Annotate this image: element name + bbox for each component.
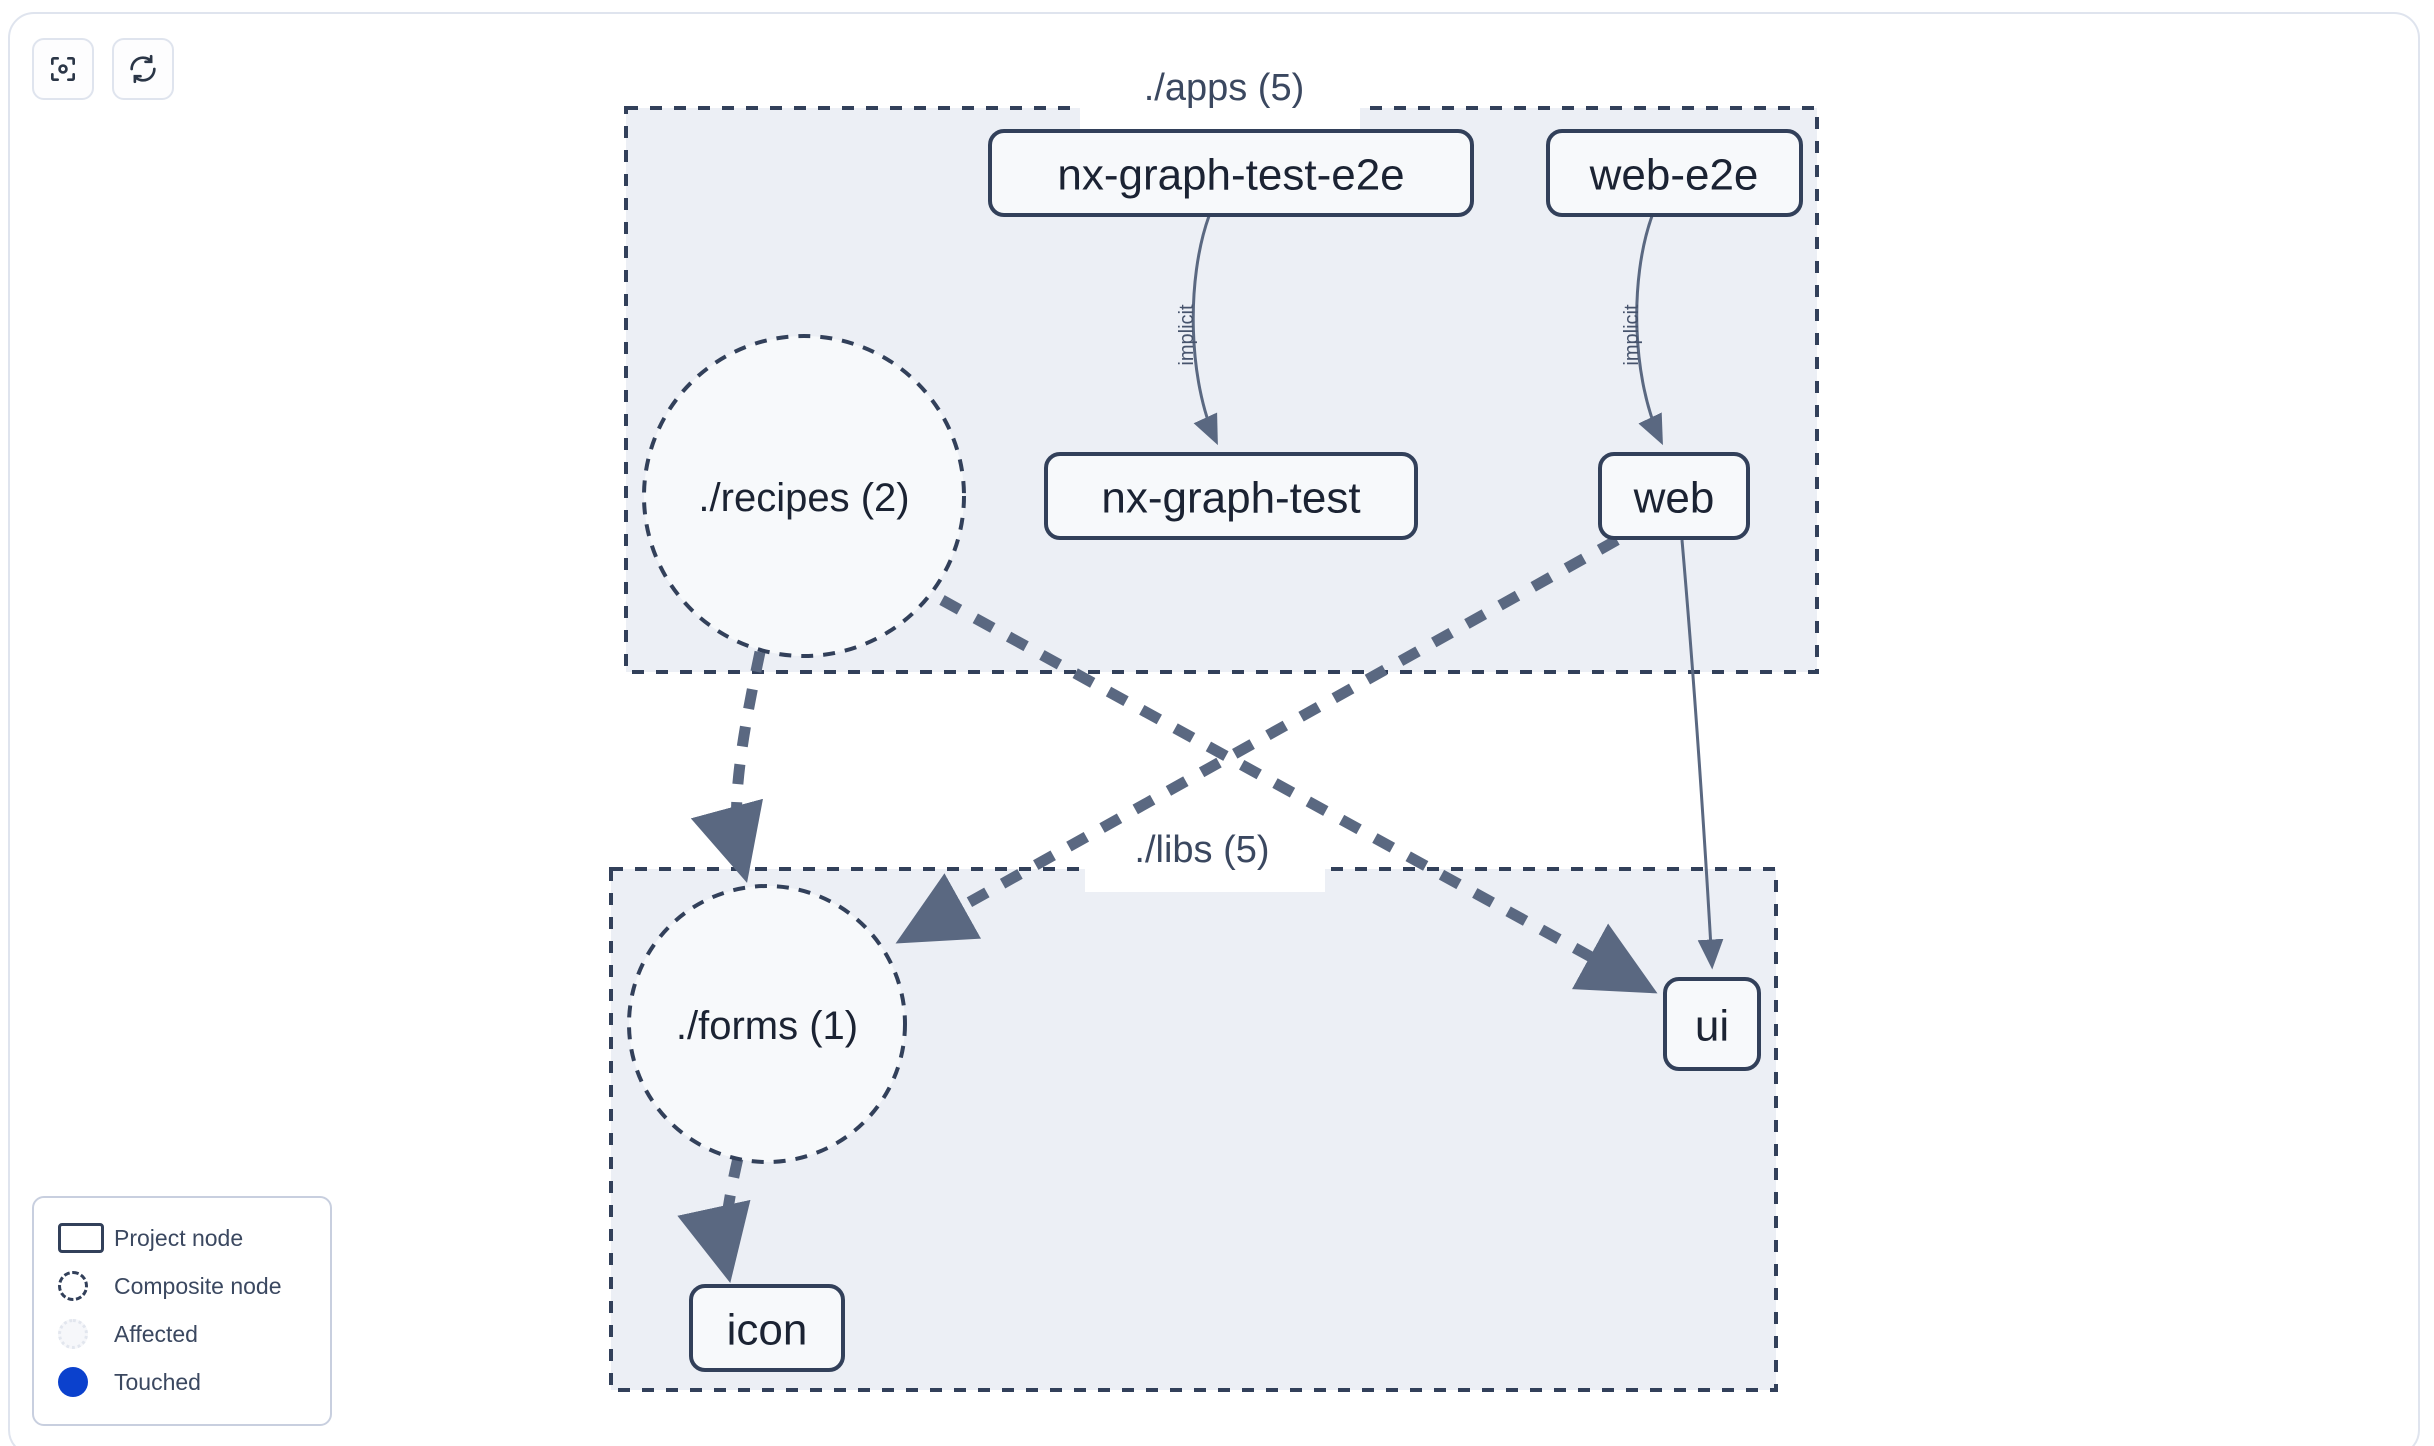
node-web-label: web (1633, 474, 1715, 523)
node-recipes-composite[interactable]: ./recipes (2) (642, 334, 966, 658)
node-nx-graph-test-e2e-shape[interactable] (988, 129, 1474, 217)
edge-recipes-to-ui[interactable] (939, 595, 1658, 994)
node-web-e2e-shape[interactable] (1546, 129, 1803, 217)
node-web-e2e-label: web-e2e (1589, 151, 1759, 200)
legend-label-composite-node: Composite node (114, 1272, 282, 1299)
node-nx-graph-test-e2e[interactable]: nx-graph-test-e2e (988, 129, 1474, 217)
node-icon-label: icon (727, 1306, 808, 1355)
node-icon[interactable]: icon (689, 1284, 845, 1372)
node-web[interactable]: web (1598, 452, 1750, 540)
legend-item-touched: Touched (52, 1358, 312, 1406)
legend-label-touched: Touched (114, 1368, 201, 1395)
legend-label-project-node: Project node (114, 1224, 244, 1251)
affected-node-icon (52, 1319, 104, 1349)
node-ui-label: ui (1695, 1002, 1729, 1051)
legend-label-affected: Affected (114, 1320, 198, 1347)
edge-label-implicit-web: implicit (1621, 304, 1643, 366)
node-forms-composite[interactable]: ./forms (1) (627, 884, 907, 1164)
graph-toolbar (32, 38, 174, 100)
node-ui-shape[interactable] (1663, 977, 1761, 1071)
edge-forms-to-icon[interactable] (677, 1156, 751, 1284)
group-libs-label: ./libs (5) (1134, 829, 1269, 871)
node-nx-graph-test-e2e-label: nx-graph-test-e2e (1057, 151, 1404, 200)
edge-recipes-to-forms[interactable] (690, 650, 766, 883)
node-forms-shape[interactable] (627, 884, 907, 1164)
focus-graph-button[interactable] (32, 38, 94, 100)
group-apps-label-backdrop (1080, 70, 1360, 132)
legend-item-composite-node: Composite node (52, 1262, 312, 1310)
node-nx-graph-test-label: nx-graph-test (1101, 474, 1360, 523)
node-web-e2e[interactable]: web-e2e (1546, 129, 1803, 217)
group-apps-label: ./apps (5) (1144, 67, 1305, 109)
edge-web-e2e-to-web[interactable]: implicit (1621, 215, 1663, 446)
refresh-icon (127, 53, 159, 85)
node-icon-shape[interactable] (689, 1284, 845, 1372)
composite-node-icon (52, 1271, 104, 1301)
node-nx-graph-test[interactable]: nx-graph-test (1044, 452, 1418, 540)
edge-nx-graph-test-e2e-to-nx-graph-test[interactable]: implicit (1176, 215, 1218, 446)
legend-item-affected: Affected (52, 1310, 312, 1358)
touched-node-icon (52, 1367, 104, 1397)
node-recipes-shape[interactable] (642, 334, 966, 658)
edge-web-to-ui[interactable] (1680, 539, 1724, 970)
legend-item-project-node: Project node (52, 1214, 312, 1262)
node-ui[interactable]: ui (1663, 977, 1761, 1071)
node-nx-graph-test-shape[interactable] (1044, 452, 1418, 540)
focus-target-icon (47, 53, 79, 85)
edge-label-implicit-nx-graph-test: implicit (1176, 304, 1198, 366)
node-forms-label: ./forms (1) (676, 1004, 858, 1048)
graph-legend: Project node Composite node Affected Tou… (32, 1196, 332, 1426)
node-recipes-label: ./recipes (2) (698, 476, 909, 520)
group-libs-label-backdrop (1085, 832, 1325, 892)
refresh-graph-button[interactable] (112, 38, 174, 100)
node-web-shape[interactable] (1598, 452, 1750, 540)
project-node-icon (52, 1223, 104, 1253)
